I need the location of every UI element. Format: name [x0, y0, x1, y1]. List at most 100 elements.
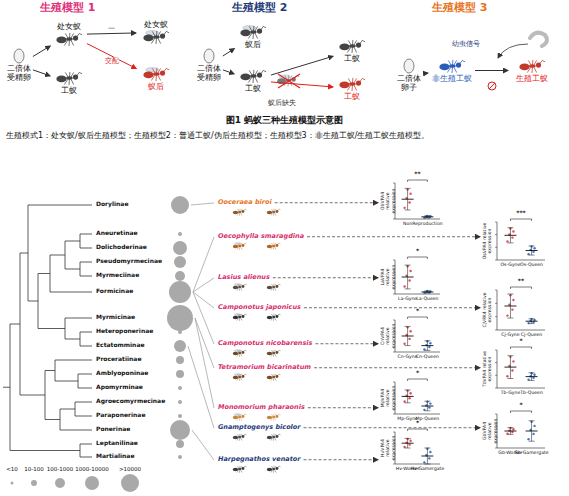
ant-icon — [55, 70, 83, 86]
plot-axes — [395, 432, 440, 464]
axis-label: Os-Queen — [512, 262, 552, 267]
ant-gaster — [267, 316, 273, 320]
axis-title: LaVPA4 relative expression — [380, 260, 392, 294]
ant-node: 工蚁 — [335, 38, 369, 63]
legend-size-sample — [85, 476, 99, 490]
flow-arrow — [223, 49, 234, 56]
ant-node: 处女蚁 — [138, 20, 174, 45]
error-cap — [424, 410, 430, 411]
signal-arrow — [498, 44, 528, 58]
plot-tick — [495, 247, 497, 248]
data-point — [425, 344, 427, 346]
ant-head — [242, 375, 245, 378]
ant-legs — [151, 31, 169, 44]
model-title: 生殖模型 2 — [232, 2, 287, 15]
mean-line — [402, 443, 414, 444]
error-bar — [531, 373, 532, 381]
error-cap — [507, 434, 513, 435]
data-point — [512, 428, 514, 430]
data-point — [429, 342, 431, 344]
error-bar — [531, 246, 532, 255]
clade-link — [188, 346, 214, 428]
axis-title: CnVPA4 relative expression — [380, 320, 392, 352]
error-cap — [529, 380, 535, 381]
ant-wing — [234, 243, 241, 245]
data-point — [423, 292, 425, 294]
data-point — [408, 443, 410, 445]
error-bar — [510, 294, 511, 318]
node-text: 工蚁 — [344, 92, 360, 101]
axis-title: ObVPA4 relative expression — [380, 183, 392, 219]
plot-tick — [495, 330, 497, 331]
data-point — [532, 251, 534, 253]
species-ant — [267, 350, 281, 357]
data-point — [533, 319, 535, 321]
axis-label: Cn-Queen — [407, 354, 447, 359]
error-bar — [510, 228, 511, 243]
error-cap — [507, 318, 513, 319]
ant-icon — [239, 68, 267, 84]
egg-icon — [12, 48, 26, 64]
data-point — [533, 425, 535, 427]
data-point — [403, 446, 405, 448]
ant-node: 工蚁 — [335, 76, 369, 101]
significance-bracket — [408, 317, 428, 319]
axis-label: *** — [511, 210, 531, 217]
ant-icon — [142, 29, 170, 45]
clade-link — [195, 318, 214, 408]
data-point — [532, 377, 534, 379]
plot-tick — [495, 260, 497, 261]
species-count-circle — [178, 232, 182, 236]
clade-link — [193, 292, 214, 344]
error-cap — [529, 323, 535, 324]
species-count-circle — [178, 414, 182, 418]
data-point — [428, 457, 430, 459]
ant-gaster — [339, 82, 349, 89]
species-count-circle — [174, 256, 186, 268]
subfamily-name: Apomyrminae — [96, 384, 143, 391]
legend-text: 100-1000 — [40, 466, 80, 472]
error-cap — [507, 378, 513, 379]
species-name: Camponotus japonicus — [218, 304, 301, 311]
species-ant — [233, 284, 247, 291]
plot-tick — [393, 432, 395, 433]
flow-arrow — [475, 70, 508, 71]
node-text: 二倍体卵子 — [396, 74, 422, 92]
ant-thorax — [272, 468, 276, 470]
ant-thorax — [238, 316, 242, 318]
ant-legs — [237, 209, 247, 216]
data-point — [428, 216, 430, 218]
ant-wing — [234, 314, 241, 316]
axis-label: * — [408, 248, 428, 255]
data-point — [405, 395, 407, 397]
ant-node: 生殖工蚁 — [510, 58, 554, 83]
ant-thorax — [272, 376, 276, 378]
data-point — [508, 304, 510, 306]
significance-bracket — [408, 379, 428, 381]
species-count-circle — [176, 440, 184, 448]
ant-head — [242, 415, 245, 418]
flow-arrow — [87, 44, 136, 69]
plot-tick — [495, 350, 497, 351]
dashed-leader — [314, 367, 480, 368]
inhibit-slash — [489, 83, 495, 89]
data-point — [530, 245, 532, 247]
ant-legs — [271, 209, 281, 216]
ant-head — [276, 435, 279, 438]
ant-legs — [271, 466, 281, 473]
species-count-circle — [173, 241, 187, 255]
egg-node: 二倍体受精卵 — [196, 48, 222, 82]
ant-head — [242, 285, 245, 288]
dashed-leader — [307, 236, 480, 237]
legend-size-sample — [55, 478, 65, 488]
subfamily-name: Paraponerinae — [96, 412, 145, 419]
data-point — [429, 451, 431, 453]
data-point — [425, 404, 427, 406]
ant-legs — [271, 243, 281, 250]
ant-thorax — [272, 286, 276, 288]
error-cap — [405, 210, 411, 211]
data-point — [408, 397, 410, 399]
ant-gaster — [267, 245, 273, 249]
ant-thorax — [238, 468, 242, 470]
